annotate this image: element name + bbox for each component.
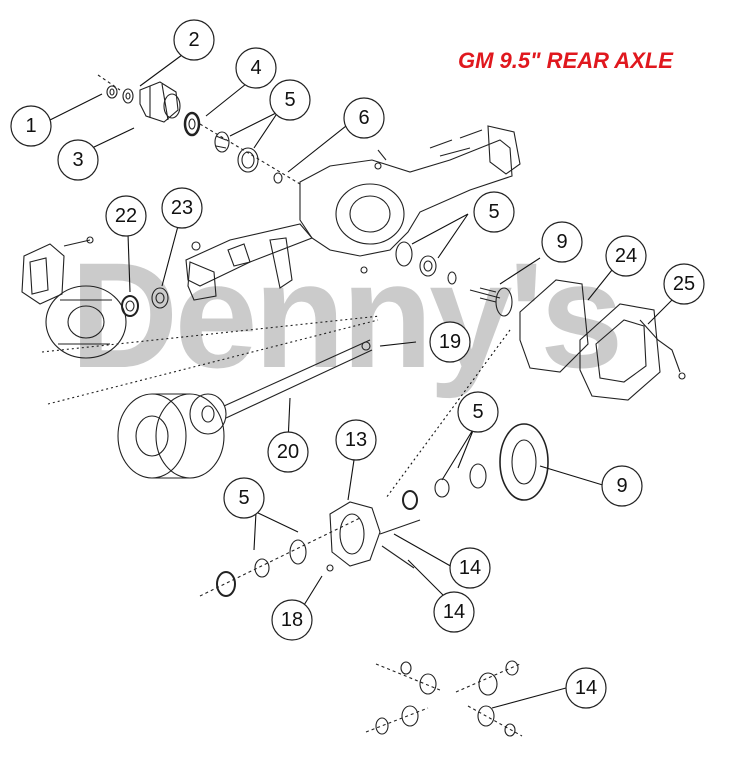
callout-circles (10, 19, 705, 709)
brake-rotor (117, 393, 225, 479)
callout-20: 20 (277, 441, 299, 463)
callout-5c-circle (457, 391, 499, 433)
left-carrier-bearing (199, 517, 361, 597)
carrier-bearing-parts (402, 463, 487, 510)
callout-25: 25 (673, 273, 695, 295)
dennys-watermark: Denny's (70, 231, 624, 399)
callout-14a-circle (449, 547, 491, 589)
pinion-seal (183, 111, 201, 137)
callout-13: 13 (345, 429, 367, 451)
callout-5a: 5 (284, 89, 295, 111)
callout-5d: 5 (238, 487, 249, 509)
callout-5b-circle (473, 191, 515, 233)
callout-19-circle (429, 321, 471, 363)
callout-13-circle (335, 419, 377, 461)
callout-14c: 14 (575, 677, 597, 699)
ring-gear (499, 423, 549, 501)
callout-5c: 5 (472, 401, 483, 423)
callout-14b: 14 (443, 601, 465, 623)
spider-gears (365, 660, 523, 737)
brake-caliper (21, 236, 94, 305)
axle-housing (185, 125, 521, 301)
callout-1-circle (10, 105, 52, 147)
callout-5a-circle (269, 79, 311, 121)
callout-23: 23 (171, 197, 193, 219)
callout-5b: 5 (488, 201, 499, 223)
pinion-washer (122, 88, 134, 104)
callout-24: 24 (615, 245, 637, 267)
callout-9b: 9 (616, 475, 627, 497)
axle-shaft (41, 315, 381, 435)
callout-24-circle (605, 235, 647, 277)
callout-2: 2 (188, 29, 199, 51)
callout-labels: 1 2 3 4 5 6 22 23 5 9 24 25 19 20 13 5 9… (25, 29, 695, 699)
callout-3-circle (57, 139, 99, 181)
callout-22-circle (105, 195, 147, 237)
backing-plate (45, 285, 127, 359)
callout-4-circle (235, 47, 277, 89)
callout-23-circle (161, 187, 203, 229)
leader-lines (49, 54, 673, 709)
callout-6: 6 (358, 107, 369, 129)
diagram-title: GM 9.5" REAR AXLE (458, 48, 673, 73)
pinion-nut (97, 74, 121, 99)
callout-3: 3 (72, 149, 83, 171)
diff-bolt (326, 564, 334, 572)
differential-case (329, 501, 421, 569)
callout-2-circle (173, 19, 215, 61)
pinion-yoke (139, 81, 181, 123)
callout-18-circle (271, 599, 313, 641)
callout-22: 22 (115, 205, 137, 227)
callout-14a: 14 (459, 557, 481, 579)
callout-9a-circle (541, 221, 583, 263)
callout-25-circle (663, 263, 705, 305)
callout-14b-circle (433, 591, 475, 633)
callout-20-circle (267, 431, 309, 473)
callout-4: 4 (250, 57, 261, 79)
carrier-bearing-right (395, 241, 457, 285)
pinion-bearing-outer (199, 123, 301, 185)
callout-9a: 9 (556, 231, 567, 253)
callout-14c-circle (565, 667, 607, 709)
callout-5d-circle (223, 477, 265, 519)
callout-9b-circle (601, 465, 643, 507)
cover-gasket (519, 279, 589, 373)
ring-gear-pinion (469, 287, 513, 317)
callout-1: 1 (25, 115, 36, 137)
callout-18: 18 (281, 609, 303, 631)
callout-6-circle (343, 97, 385, 139)
axle-seal (151, 287, 169, 309)
axle-bearing (121, 295, 139, 317)
differential-cover (579, 303, 686, 401)
callout-19: 19 (439, 331, 461, 353)
